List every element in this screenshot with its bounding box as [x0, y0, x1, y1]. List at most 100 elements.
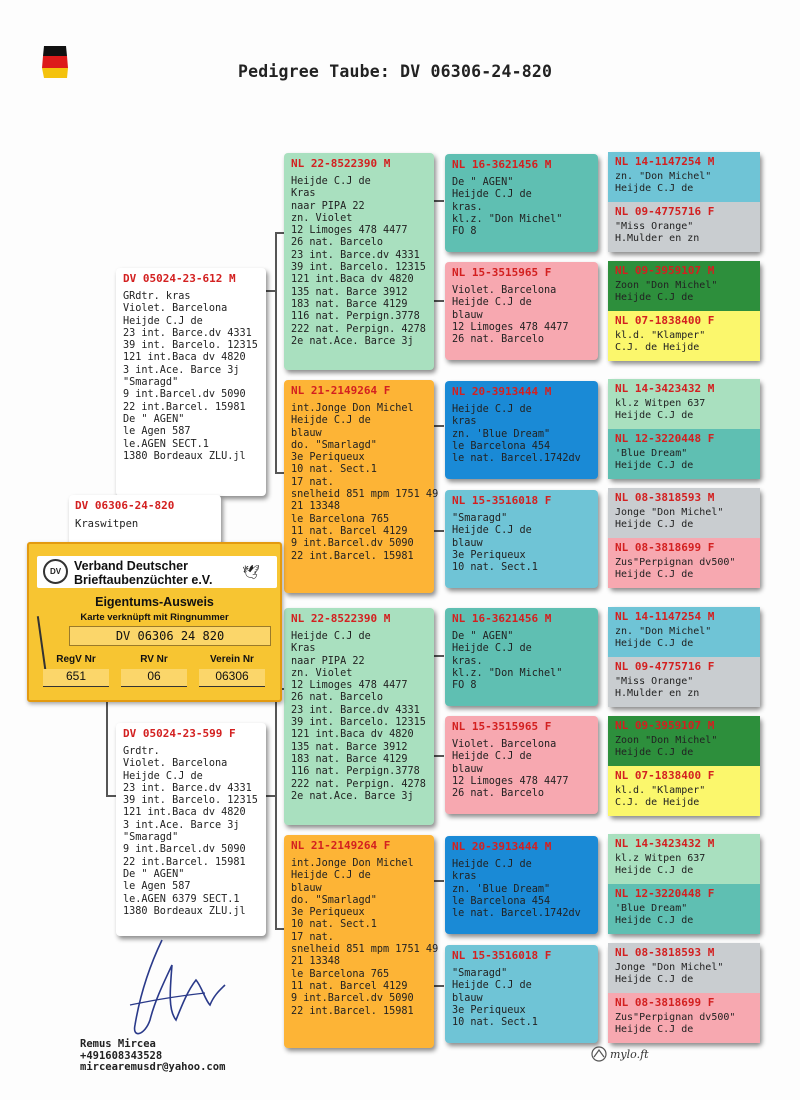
- ggg-ring: NL 12-3220448 F: [615, 432, 715, 445]
- ggg-pair-4: NL 08-3818593 M Jonge "Don Michel"Heijde…: [608, 488, 760, 588]
- pedigree-line: Violet. Barcelona: [452, 285, 557, 296]
- parent-sire: DV 05024-23-612 M GRdtr. kras Violet. Ba…: [116, 268, 266, 496]
- ggp-ring: NL 15-3516018 F: [452, 949, 552, 962]
- pedigree-line: le Barcelona 454: [452, 895, 551, 907]
- pedigree-line: 1380 Bordeaux ZLU.jl: [123, 450, 246, 462]
- pedigree-line: int.Jonge Don Michel: [291, 858, 414, 869]
- pedigree-line: 12 Limoges 478 4477: [452, 775, 569, 787]
- pedigree-line: zn. "Don Michel": [615, 626, 712, 637]
- pedigree-line: kras.: [452, 201, 483, 213]
- pedigree-line: Zus"Perpignan dv500": [615, 557, 736, 568]
- pedigree-line: 12 Limoges 478 4477: [452, 321, 569, 333]
- pedigree-line: kl.z Witpen 637: [615, 853, 706, 864]
- great-grandparent-8: NL 15-3516018 F "Smaragd" Heijde C.J de …: [445, 945, 598, 1043]
- pedigree-line: snelheid 851 mpm 1751 49: [291, 944, 439, 956]
- pedigree-line: Heijde C.J de: [615, 410, 694, 421]
- pedigree-line: kl.d. "Klamper": [615, 330, 706, 341]
- ggg-pair-5: NL 14-1147254 M zn. "Don Michel"Heijde C…: [608, 607, 760, 707]
- pedigree-line: Heijde C.J de: [291, 870, 371, 882]
- pedigree-line: Heijde C.J de: [452, 643, 532, 655]
- mylo-logo-icon: mylo.ft: [590, 1045, 660, 1067]
- great-grandparent-4: NL 15-3516018 F "Smaragd" Heijde C.J de …: [445, 490, 598, 588]
- ggg-pair-6: NL 09-3959107 M Zoon "Don Michel"Heijde …: [608, 716, 760, 816]
- pedigree-line: Heijde C.J de: [291, 415, 371, 427]
- ggg-pair-8: NL 08-3818593 M Jonge "Don Michel"Heijde…: [608, 943, 760, 1043]
- pedigree-line: Heijde C.J de: [615, 460, 694, 471]
- ggg-ring: NL 12-3220448 F: [615, 887, 715, 900]
- pedigree-line: 2e nat.Ace. Barce 3j: [291, 790, 414, 802]
- pedigree-line: 222 nat. Perpign. 4278: [291, 323, 426, 335]
- pedigree-line: 9 int.Barcel.dv 5090: [291, 538, 414, 550]
- pedigree-line: zn. "Don Michel": [615, 171, 712, 182]
- ggg-ring: NL 08-3818593 M: [615, 491, 715, 504]
- ggp-ring: NL 20-3913444 M: [452, 840, 552, 853]
- pedigree-line: naar PIPA 22: [291, 200, 365, 212]
- pedigree-line: 22 int.Barcel. 15981: [123, 856, 246, 868]
- ggg-cell: NL 08-3818593 M Jonge "Don Michel"Heijde…: [608, 943, 760, 993]
- pedigree-line: 9 int.Barcel.dv 5090: [291, 993, 414, 1005]
- pedigree-line: Zoon "Don Michel": [615, 735, 718, 746]
- pedigree-line: 9 int.Barcel.dv 5090: [123, 389, 246, 401]
- pedigree-line: le Barcelona 765: [291, 968, 390, 980]
- pedigree-line: blauw: [291, 882, 322, 894]
- pedigree-line: 135 nat. Barce 3912: [291, 286, 408, 298]
- ggg-ring: NL 09-4775716 F: [615, 205, 715, 218]
- pedigree-line: C.J. de Heijde: [615, 797, 700, 808]
- pedigree-line: Heijde C.J de: [615, 638, 694, 649]
- pedigree-line: "Miss Orange": [615, 221, 694, 232]
- pedigree-line: blauw: [452, 309, 483, 321]
- contact-phone: +491608343528: [80, 1049, 163, 1062]
- pedigree-line: Heijde C.J de: [452, 980, 532, 992]
- pedigree-line: kras.: [452, 655, 483, 667]
- great-grandparent-6: NL 15-3515965 F Violet. Barcelona Heijde…: [445, 716, 598, 814]
- ggg-ring: NL 07-1838400 F: [615, 314, 715, 327]
- ggg-cell: NL 07-1838400 F kl.d. "Klamper"C.J. de H…: [608, 766, 760, 816]
- pedigree-line: 12 Limoges 478 4477: [291, 680, 408, 692]
- parent-ring: DV 05024-23-599 F: [123, 727, 236, 740]
- pedigree-line: 23 int. Barce.dv 4331: [291, 704, 420, 716]
- ggp-ring: NL 16-3621456 M: [452, 612, 552, 625]
- brand-name: mylo.ft: [610, 1048, 649, 1061]
- pedigree-line: 10 nat. Sect.1: [291, 464, 377, 476]
- pedigree-line: 121 int.Baca dv 4820: [291, 274, 414, 286]
- pedigree-line: Heijde C.J de: [615, 519, 694, 530]
- pedigree-line: 22 int.Barcel. 15981: [291, 550, 414, 562]
- ggg-ring: NL 08-3818593 M: [615, 946, 715, 959]
- pedigree-line: snelheid 851 mpm 1751 49: [291, 489, 439, 501]
- pedigree-line: do. "Smarlagd": [291, 439, 377, 451]
- ggg-cell: NL 14-1147254 M zn. "Don Michel"Heijde C…: [608, 607, 760, 657]
- pedigree-line: Heijde C.J de: [123, 315, 203, 327]
- pedigree-line: Heijde C.J de: [615, 865, 694, 876]
- pedigree-line: De " AGEN": [123, 868, 185, 880]
- pedigree-line: C.J. de Heijde: [615, 342, 700, 353]
- subject-pigeon: DV 06306-24-820 Kraswitpen: [69, 495, 221, 545]
- ggg-cell: NL 12-3220448 F 'Blue Dream"Heijde C.J d…: [608, 884, 760, 934]
- pedigree-line: Heijde C.J de: [452, 525, 532, 537]
- parent-dam: DV 05024-23-599 F Grdtr. Violet. Barcelo…: [116, 723, 266, 936]
- grandparent-ring: NL 22-8522390 M: [291, 157, 391, 170]
- ggg-ring: NL 14-3423432 M: [615, 382, 715, 395]
- subject-name: Kraswitpen: [75, 518, 139, 530]
- pedigree-line: Violet. Barcelona: [452, 739, 557, 750]
- pedigree-line: 183 nat. Barce 4129: [291, 753, 408, 765]
- pen-mark: [36, 616, 48, 676]
- ggg-cell: NL 12-3220448 F 'Blue Dream"Heijde C.J d…: [608, 429, 760, 479]
- pedigree-line: kras: [452, 416, 477, 428]
- pedigree-line: Heijde C.J de: [123, 770, 203, 782]
- pedigree-line: H.Mulder en zn: [615, 233, 700, 244]
- pedigree-line: 3 int.Ace. Barce 3j: [123, 819, 240, 831]
- pedigree-line: 10 nat. Sect.1: [452, 1017, 538, 1029]
- pedigree-line: Heijde C.J de: [291, 631, 371, 642]
- ggg-cell: NL 09-4775716 F "Miss Orange"H.Mulder en…: [608, 202, 760, 252]
- pedigree-line: Jonge "Don Michel": [615, 507, 724, 518]
- contact-email[interactable]: mircearemusdr@yahoo.com: [80, 1061, 226, 1073]
- ggg-cell: NL 08-3818699 F Zus"Perpignan dv500"Heij…: [608, 993, 760, 1043]
- pedigree-line: 3e Periqueux: [291, 907, 365, 919]
- pedigree-line: Heijde C.J de: [615, 974, 694, 985]
- pedigree-line: 'Blue Dream": [615, 903, 688, 914]
- pedigree-line: "Smaragd": [452, 968, 508, 979]
- pedigree-line: 22 int.Barcel. 15981: [291, 1005, 414, 1017]
- pedigree-line: kl.d. "Klamper": [615, 785, 706, 796]
- card-label-rv: RV Nr: [140, 654, 168, 665]
